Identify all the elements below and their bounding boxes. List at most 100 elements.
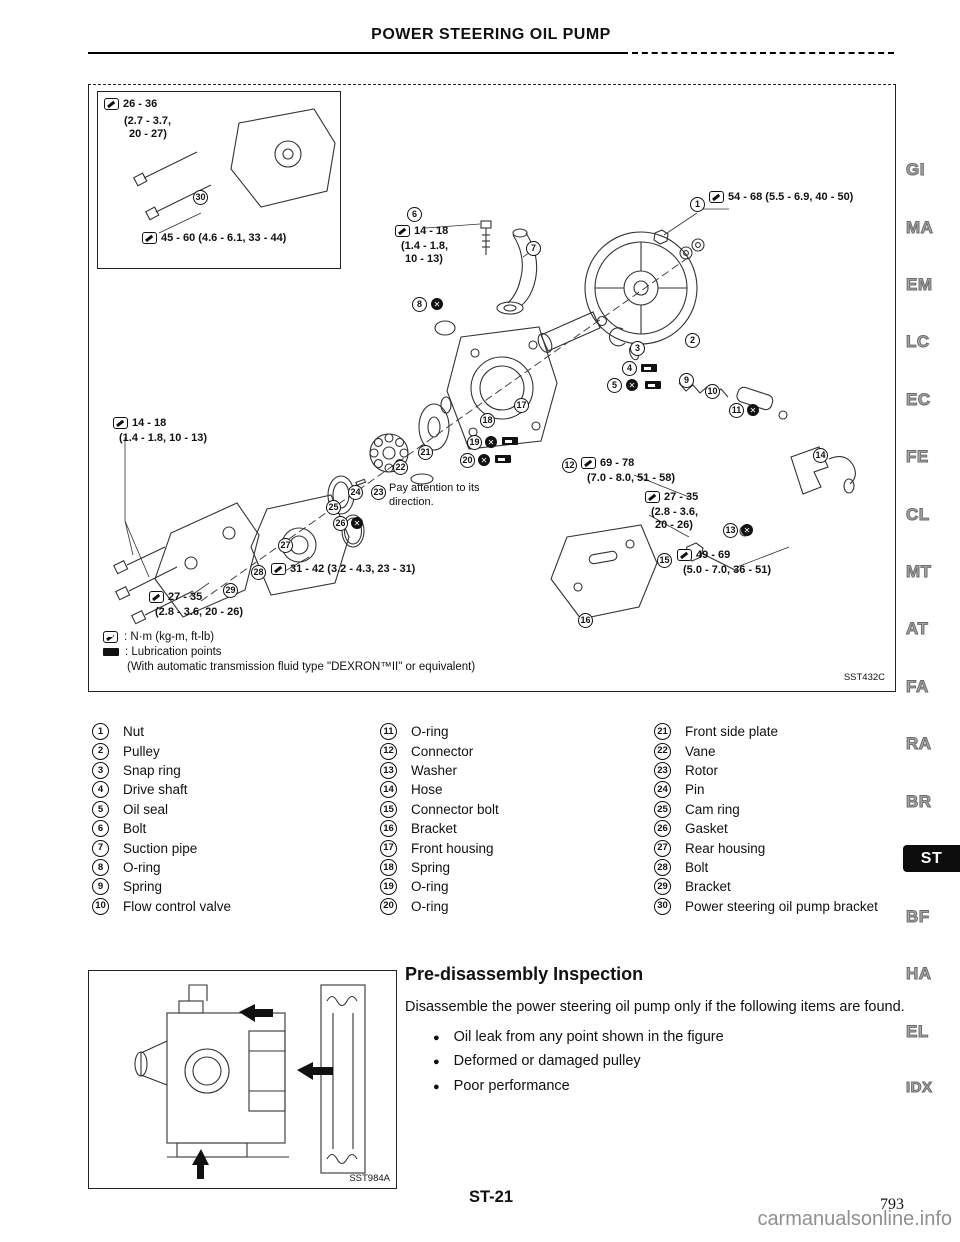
callout-11: 11 bbox=[729, 403, 744, 418]
callout-30: 30 bbox=[193, 190, 208, 205]
part-label: Bolt bbox=[123, 821, 147, 837]
lubrication-point-icon bbox=[351, 517, 363, 529]
part-number: 23 bbox=[654, 761, 671, 779]
torque-sub: (7.0 - 8.0, 51 - 58) bbox=[587, 472, 676, 484]
torque-sub: 20 - 27) bbox=[129, 128, 167, 140]
inspection-bullet: Oil leak from any point shown in the fig… bbox=[433, 1029, 915, 1048]
part-number: 11 bbox=[380, 723, 397, 741]
torque-icon bbox=[104, 98, 119, 110]
lubrication-point-icon bbox=[431, 298, 443, 310]
section-tab-ha: HA bbox=[906, 964, 932, 984]
callout-29: 29 bbox=[223, 583, 238, 598]
part-label: Pin bbox=[685, 782, 705, 798]
section-tab-st-active: ST bbox=[903, 845, 960, 872]
part-number: 1 bbox=[92, 723, 109, 741]
bullet-text: Oil leak from any point shown in the fig… bbox=[453, 1028, 724, 1045]
bullet-text: Deformed or damaged pulley bbox=[453, 1053, 641, 1070]
torque-value: 45 - 60 (4.6 - 6.1, 33 - 44) bbox=[161, 232, 287, 244]
callout-15: 15 bbox=[657, 553, 672, 568]
lubrication-point-icon bbox=[747, 404, 759, 416]
torque-value: 27 - 35 bbox=[664, 491, 699, 503]
bullet-icon bbox=[433, 1029, 440, 1048]
callout-8: 8 bbox=[412, 297, 427, 312]
callout-4: 4 bbox=[622, 361, 637, 376]
part-label: Pulley bbox=[123, 743, 160, 759]
direction-note: Pay attention to its direction. bbox=[389, 482, 480, 509]
section-tab-el: EL bbox=[906, 1022, 929, 1042]
part-number: 2 bbox=[92, 742, 109, 760]
part-number: 10 bbox=[92, 897, 109, 915]
callout-2: 2 bbox=[685, 333, 700, 348]
part-label: Gasket bbox=[685, 821, 728, 837]
diagram-legend: : N·m (kg-m, ft-lb) : Lubrication points… bbox=[103, 631, 475, 673]
legend-fluid-note: (With automatic transmission fluid type … bbox=[127, 661, 476, 673]
part-row: 1 Nut bbox=[92, 722, 231, 741]
section-tab-br: BR bbox=[906, 792, 932, 812]
torque-spec-27-35-left: 27 - 35 bbox=[149, 591, 202, 603]
callout-17: 17 bbox=[514, 398, 529, 413]
lubrication-icon bbox=[645, 381, 661, 389]
bullet-icon bbox=[433, 1078, 440, 1097]
part-number: 14 bbox=[380, 781, 397, 799]
bullet-icon bbox=[433, 1053, 440, 1072]
callout-12: 12 bbox=[562, 458, 577, 473]
callout-6: 6 bbox=[407, 207, 422, 222]
part-number: 13 bbox=[380, 761, 397, 779]
callout-26: 26 bbox=[333, 516, 348, 531]
torque-icon bbox=[395, 225, 410, 237]
callout-23: 23 bbox=[371, 485, 386, 500]
part-row: 10 Flow control valve bbox=[92, 897, 231, 916]
torque-sub: (1.4 - 1.8, bbox=[401, 240, 449, 252]
part-label: Spring bbox=[123, 879, 163, 895]
exploded-diagram-panel: 26 - 36 (2.7 - 3.7, 20 - 27) 45 - 60 (4.… bbox=[88, 84, 896, 692]
lubrication-icon bbox=[103, 648, 119, 656]
torque-sub: (2.8 - 3.6, bbox=[651, 506, 699, 518]
title-rule bbox=[88, 52, 628, 54]
torque-icon bbox=[271, 563, 286, 575]
pump-inspection-figure: SST984A bbox=[88, 970, 397, 1189]
section-tab-ra: RA bbox=[906, 734, 932, 754]
part-number: 30 bbox=[654, 897, 671, 915]
part-number: 7 bbox=[92, 839, 109, 857]
callout-3: 3 bbox=[630, 341, 645, 356]
torque-sub: 10 - 13) bbox=[405, 253, 443, 265]
torque-value: 26 - 36 bbox=[123, 98, 158, 110]
inspection-bullet: Deformed or damaged pulley bbox=[433, 1053, 915, 1072]
inspection-bullet: Poor performance bbox=[433, 1078, 915, 1097]
callout-20: 20 bbox=[460, 453, 475, 468]
section-tab-fa: FA bbox=[906, 677, 929, 697]
part-number: 3 bbox=[92, 761, 109, 779]
legend-torque: : N·m (kg-m, ft-lb) bbox=[103, 631, 475, 643]
torque-sub: (2.8 - 3.6, 20 - 26) bbox=[155, 606, 244, 618]
part-number: 6 bbox=[92, 820, 109, 838]
torque-sub: (1.4 - 1.8, 10 - 13) bbox=[119, 432, 208, 444]
torque-icon bbox=[709, 191, 724, 203]
torque-spec-69-78: 69 - 78 bbox=[581, 457, 634, 469]
lubrication-point-icon bbox=[741, 524, 753, 536]
section-tab-lc: LC bbox=[906, 332, 930, 352]
torque-icon bbox=[113, 417, 128, 429]
inspection-heading: Pre-disassembly Inspection bbox=[405, 964, 644, 984]
section-tab-ma: MA bbox=[905, 218, 934, 238]
part-label: Flow control valve bbox=[123, 898, 232, 914]
lubrication-point-icon bbox=[485, 436, 497, 448]
legend-lube: : Lubrication points bbox=[103, 646, 475, 658]
torque-value: 54 - 68 (5.5 - 6.9, 40 - 50) bbox=[728, 191, 854, 203]
torque-value: 49 - 69 bbox=[696, 549, 731, 561]
part-number: 17 bbox=[380, 839, 397, 857]
torque-sub: 20 - 26) bbox=[655, 519, 693, 531]
part-number: 25 bbox=[654, 800, 671, 818]
part-label: Nut bbox=[123, 724, 145, 740]
